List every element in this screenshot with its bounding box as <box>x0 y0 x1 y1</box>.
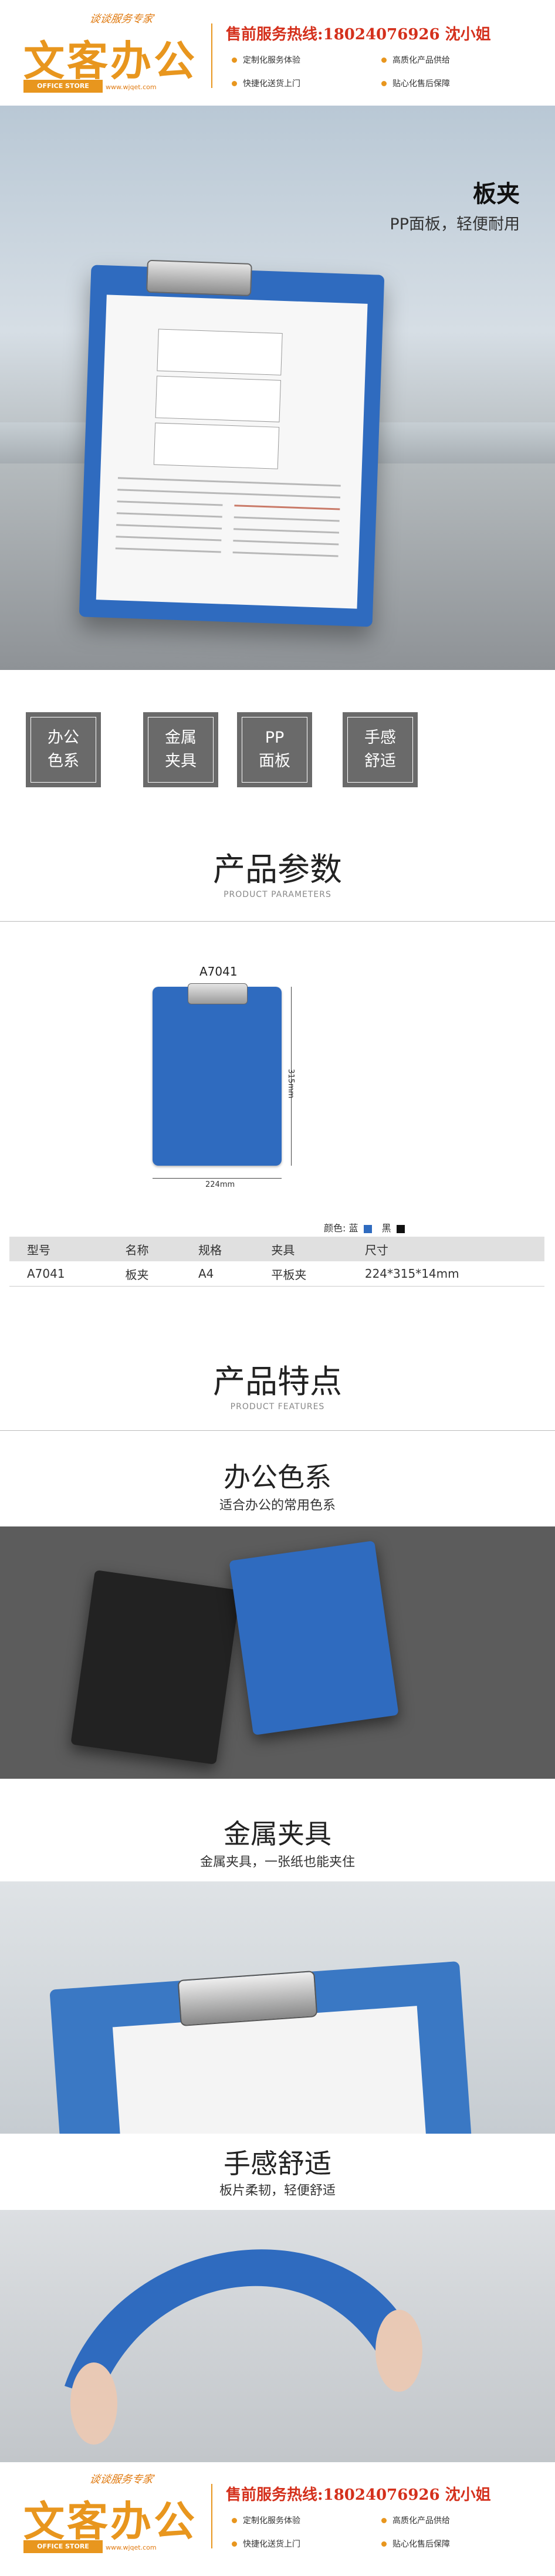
features-title-cn: 产品特点 <box>212 1363 342 1400</box>
hero-title: 板夹 <box>473 181 520 208</box>
height-dimension: 315mm <box>286 1069 295 1099</box>
table-cell: 板夹 <box>107 1261 181 1287</box>
product-diagram <box>153 983 282 1166</box>
logo-chinese: 文客办公 <box>23 36 197 85</box>
footer-logo[interactable]: 谈谈服务专家 文客办公 OFFICE STORE www.wjqet.com <box>11 2471 204 2559</box>
store-logo[interactable]: 谈谈服务专家 文客办公 OFFICE STORE www.wjqet.com <box>11 11 204 99</box>
params-title-en: PRODUCT PARAMETERS <box>224 890 331 899</box>
clipboard-image <box>79 259 385 627</box>
table-header: 规格 <box>180 1237 254 1261</box>
logo-english: OFFICE STORE <box>23 80 103 93</box>
feature-item: 快捷化送货上门 <box>232 77 300 89</box>
chart-thumbnail <box>155 375 281 422</box>
color-photo <box>0 1526 555 1779</box>
feature-item: 高质化产品供给 <box>381 54 450 66</box>
table-row: A7041 板夹 A4 平板夹 224*315*14mm <box>9 1261 544 1287</box>
chart-thumbnail <box>153 422 280 469</box>
store-footer: 谈谈服务专家 文客办公 OFFICE STORE www.wjqet.com 售… <box>0 2465 555 2576</box>
clip-diagram <box>188 983 248 1004</box>
colors-label: 颜色: 蓝 <box>324 1223 358 1234</box>
header-divider <box>211 23 212 88</box>
feature-subtitle-comfort: 板片柔韧，轻便舒适 <box>219 2184 336 2198</box>
metal-clip <box>146 259 252 296</box>
bullet-icon <box>232 57 237 63</box>
metal-clip-closeup <box>177 1970 318 2027</box>
badge-metal-clip: 金属夹具 <box>143 712 218 787</box>
bullet-icon <box>381 57 387 63</box>
params-title: 产品参数 PRODUCT PARAMETERS <box>0 843 555 899</box>
feature-item: 贴心化售后保障 <box>381 77 450 89</box>
blue-swatch[interactable] <box>363 1224 372 1233</box>
table-cell: 平板夹 <box>253 1261 347 1287</box>
color-options: 颜色: 蓝 黑 <box>324 1220 412 1234</box>
height-dimension-line <box>291 987 292 1166</box>
spec-table: 型号 名称 规格 夹具 尺寸 A7041 板夹 A4 平板夹 224*315*1… <box>9 1237 544 1287</box>
paper-closeup <box>112 2006 428 2134</box>
feature-title-color: 办公色系 <box>224 1461 331 1493</box>
width-dimension-line <box>153 1178 282 1179</box>
table-header: 型号 <box>9 1237 108 1261</box>
bullet-icon <box>232 81 237 86</box>
width-dimension: 224mm <box>205 1180 235 1189</box>
features-title: 产品特点 PRODUCT FEATURES <box>0 1355 555 1411</box>
flex-photo <box>0 2210 555 2462</box>
divider <box>0 921 555 922</box>
paper-sheet <box>96 295 368 609</box>
hero-banner: 板夹 PP面板，轻便耐用 <box>0 106 555 670</box>
badge-comfort: 手感舒适 <box>343 712 418 787</box>
table-header-row: 型号 名称 规格 夹具 尺寸 <box>9 1237 544 1261</box>
model-label: A7041 <box>199 964 238 979</box>
table-header: 尺寸 <box>347 1237 544 1261</box>
table-cell: A4 <box>180 1261 254 1287</box>
feature-item: 定制化服务体验 <box>232 54 300 66</box>
feature-title-clip: 金属夹具 <box>224 1818 331 1850</box>
logo-slogan: 谈谈服务专家 <box>88 13 154 25</box>
feature-subtitle-clip: 金属夹具，一张纸也能夹住 <box>199 1855 355 1870</box>
bullet-icon <box>381 81 387 86</box>
badge-office-color: 办公色系 <box>26 712 101 787</box>
black-clipboard-image <box>70 1570 241 1765</box>
hotline-text: 售前服务热线:18024076926 沈小姐 <box>226 26 491 43</box>
table-header: 名称 <box>107 1237 181 1261</box>
features-title-en: PRODUCT FEATURES <box>230 1402 325 1411</box>
black-label: 黑 <box>381 1223 391 1234</box>
bent-board-illustration <box>65 2249 422 2445</box>
black-swatch[interactable] <box>396 1224 405 1233</box>
table-cell: 224*315*14mm <box>347 1261 544 1287</box>
footer-hotline: 售前服务热线:18024076926 沈小姐 <box>226 2486 491 2504</box>
product-parameters: 产品参数 PRODUCT PARAMETERS A7041 315mm 224m… <box>0 811 555 1321</box>
table-cell: A7041 <box>9 1261 108 1287</box>
table-header: 夹具 <box>253 1237 347 1261</box>
blue-clipboard-image <box>229 1541 399 1735</box>
params-title-cn: 产品参数 <box>212 851 342 888</box>
chart-thumbnail <box>157 329 283 375</box>
clip-photo <box>0 1881 555 2134</box>
logo-url: www.wjqet.com <box>106 83 157 91</box>
product-features: 产品特点 PRODUCT FEATURES 办公色系 适合办公的常用色系 金属夹… <box>0 1321 555 2465</box>
divider <box>0 1430 555 1431</box>
feature-title-comfort: 手感舒适 <box>224 2148 331 2179</box>
hero-subtitle: PP面板，轻便耐用 <box>390 215 520 233</box>
feature-subtitle-color: 适合办公的常用色系 <box>219 1498 336 1513</box>
store-header: 谈谈服务专家 文客办公 OFFICE STORE www.wjqet.com 售… <box>0 0 555 106</box>
footer-divider <box>211 2484 212 2548</box>
